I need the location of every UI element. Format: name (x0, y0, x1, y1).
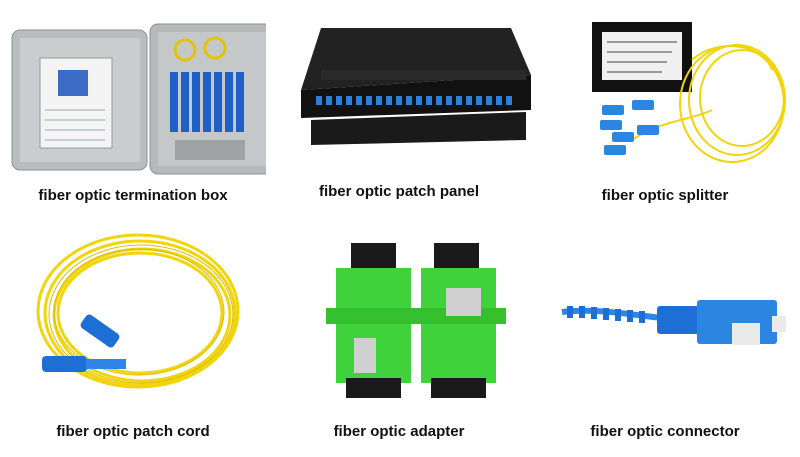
patch-cord-image (36, 233, 240, 389)
caption-patch-cord: fiber optic patch cord (56, 423, 210, 440)
splitter-image (592, 22, 786, 163)
patch-panel-image (301, 28, 531, 145)
product-patch-cord: fiber optic patch cord (0, 228, 266, 456)
termination-box-image (11, 23, 266, 175)
adapter-image (326, 243, 506, 398)
product-connector: fiber optic connector (532, 228, 798, 456)
connector-image (561, 300, 786, 345)
product-patch-panel: fiber optic patch panel (266, 0, 532, 228)
caption-splitter: fiber optic splitter (601, 187, 729, 204)
caption-connector: fiber optic connector (590, 423, 740, 440)
product-splitter: fiber optic splitter (532, 0, 798, 228)
product-termination-box: fiber optic termination box (0, 0, 266, 228)
caption-adapter: fiber optic adapter (333, 423, 465, 440)
caption-termination-box: fiber optic termination box (38, 187, 228, 204)
caption-patch-panel: fiber optic patch panel (318, 183, 480, 200)
product-adapter: fiber optic adapter (266, 228, 532, 456)
